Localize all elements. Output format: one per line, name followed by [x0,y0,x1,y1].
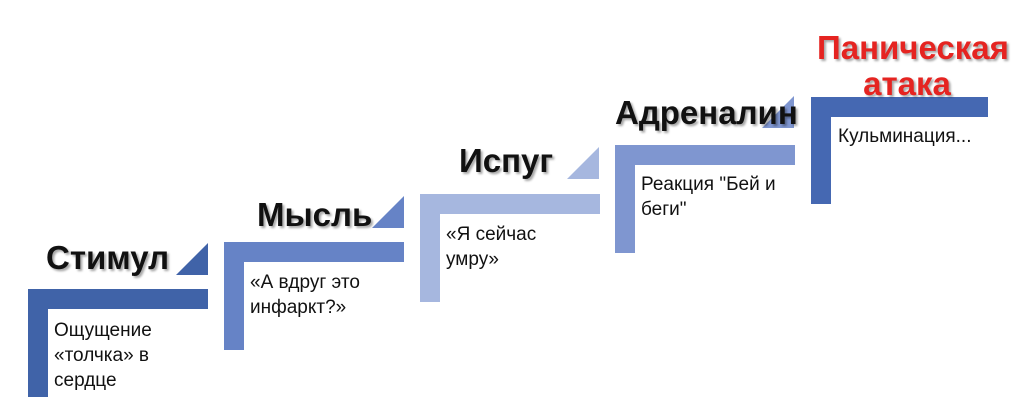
step-1-side-bar [28,289,48,397]
step-1-corner-triangle [176,243,208,275]
step-1-title: Стимул [46,239,170,276]
step-3-corner-triangle [567,147,599,179]
step-5-side-bar [811,97,831,204]
step-4-desc-line: беги" [641,199,687,220]
step-4-description: Реакция "Бей и беги" [641,172,776,222]
step-1-desc-line: «толчка» в [54,345,150,366]
step-3-top-bar [420,194,600,214]
step-3-side-bar [420,194,440,302]
step-2-corner-triangle [372,196,404,228]
step-5-title-line: атака [863,65,951,102]
step-4-desc-line: Реакция "Бей и [641,174,776,195]
step-2-top-bar [224,242,404,262]
step-3-desc-line: умру» [446,249,499,270]
step-2-title: Мысль [257,196,373,233]
step-1-top-bar [28,289,208,309]
step-2-side-bar [224,242,244,350]
step-4-top-bar [615,145,795,165]
step-2-description: «А вдруг это инфаркт?» [250,270,360,320]
step-2-desc-line: инфаркт?» [250,297,347,318]
step-1-desc-line: сердце [54,370,117,391]
step-5-description: Кульминация... [838,124,972,149]
step-5-top-bar [811,97,988,117]
step-5-title: Паническая атака [817,29,1009,102]
step-2-desc-line: «А вдруг это [250,272,360,293]
step-3-desc-line: «Я сейчас [446,224,537,245]
step-1-desc-line: Ощущение [54,320,152,341]
step-4-corner-triangle [762,96,794,128]
step-5-title-line: Паническая [817,29,1009,66]
step-3-description: «Я сейчас умру» [446,222,536,272]
step-3-title: Испуг [459,142,554,179]
step-1-description: Ощущение «толчка» в сердце [54,318,152,393]
step-4-title: Адреналин [615,94,798,131]
step-5-desc-line: Кульминация... [838,126,972,147]
step-4-side-bar [615,145,635,253]
